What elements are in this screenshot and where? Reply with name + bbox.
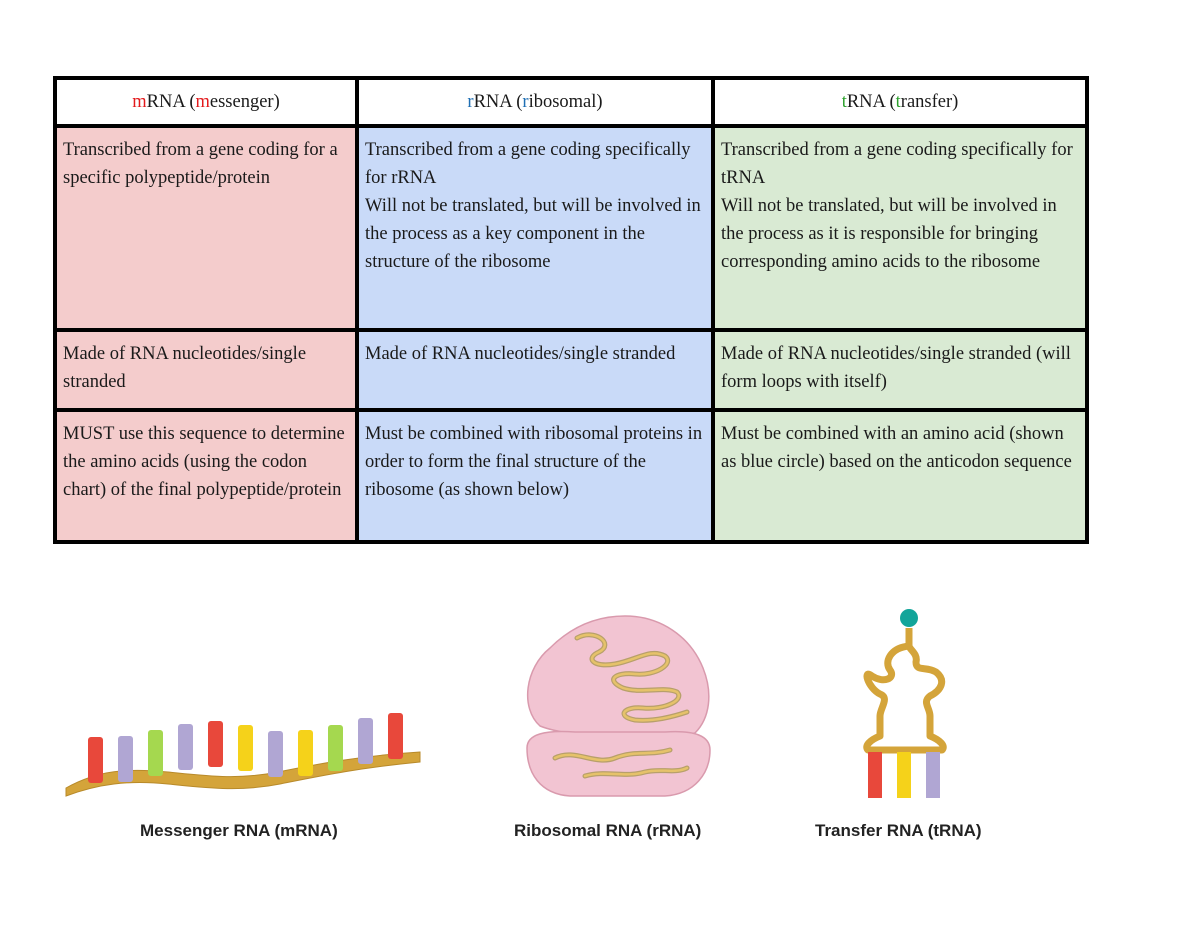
cell-text: Made of RNA nucleotides/single stranded	[63, 344, 307, 392]
header-rrna-rest: ibosomal)	[528, 92, 603, 112]
base-purple	[268, 731, 283, 777]
base-purple	[118, 736, 133, 782]
cell-mrna-structure: Made of RNA nucleotides/single stranded	[53, 328, 359, 412]
cell-text: Will not be translated, but will be invo…	[721, 196, 1057, 272]
rna-comparison-table: mRNA (messenger) rRNA (ribosomal) tRNA (…	[53, 76, 1089, 544]
header-mrna-mid: RNA (	[146, 92, 196, 112]
cell-mrna-function: MUST use this sequence to determine the …	[53, 408, 359, 544]
anticodon-base-red	[868, 752, 882, 798]
table-row-function: MUST use this sequence to determine the …	[53, 408, 1089, 544]
cell-text: Made of RNA nucleotides/single stranded …	[721, 344, 1071, 392]
cell-text: Transcribed from a gene coding for a spe…	[63, 140, 338, 188]
cell-trna-transcription: Transcribed from a gene coding specifica…	[711, 124, 1089, 332]
base-yellow	[238, 725, 253, 771]
rrna-strand	[553, 748, 689, 778]
header-trna-letter: t	[841, 92, 847, 112]
trna-loop-structure	[863, 628, 947, 754]
base-red	[208, 721, 223, 767]
table-header-row: mRNA (messenger) rRNA (ribosomal) tRNA (…	[53, 76, 1089, 128]
base-purple	[358, 718, 373, 764]
header-trna-rest: ransfer)	[900, 92, 959, 112]
header-rrna-letter2: r	[522, 92, 529, 112]
cell-text: Must be combined with ribosomal proteins…	[365, 424, 703, 500]
base-yellow	[298, 730, 313, 776]
cell-text: Made of RNA nucleotides/single stranded	[365, 344, 676, 364]
table-row-structure: Made of RNA nucleotides/single stranded …	[53, 328, 1089, 412]
header-mrna: mRNA (messenger)	[53, 76, 359, 128]
cell-rrna-transcription: Transcribed from a gene coding specifica…	[355, 124, 715, 332]
cell-mrna-transcription: Transcribed from a gene coding for a spe…	[53, 124, 359, 332]
rrna-caption: Ribosomal RNA (rRNA)	[514, 821, 702, 840]
trna-caption: Transfer RNA (tRNA)	[815, 821, 982, 840]
base-red	[88, 737, 103, 783]
cell-rrna-structure: Made of RNA nucleotides/single stranded	[355, 328, 715, 412]
header-mrna-rest: essenger)	[209, 92, 280, 112]
cell-trna-structure: Made of RNA nucleotides/single stranded …	[711, 328, 1089, 412]
base-green	[148, 730, 163, 776]
base-green	[328, 725, 343, 771]
header-trna-mid: RNA (	[846, 92, 896, 112]
cell-text: Transcribed from a gene coding specifica…	[365, 140, 691, 188]
anticodon-base-purple	[926, 752, 940, 798]
mrna-illustration	[65, 713, 421, 797]
cell-text: Transcribed from a gene coding specifica…	[721, 140, 1073, 188]
ribosome-illustration	[526, 615, 711, 797]
cell-trna-function: Must be combined with an amino acid (sho…	[711, 408, 1089, 544]
header-rrna-letter: r	[467, 92, 474, 112]
base-purple	[178, 724, 193, 770]
rrna-strand	[575, 633, 689, 722]
trna-illustration	[863, 609, 947, 798]
cell-text: MUST use this sequence to determine the …	[63, 424, 345, 500]
header-rrna: rRNA (ribosomal)	[355, 76, 715, 128]
anticodon-base-yellow	[897, 752, 911, 798]
header-rrna-mid: RNA (	[473, 92, 523, 112]
header-mrna-letter2: m	[195, 92, 210, 112]
cell-rrna-function: Must be combined with ribosomal proteins…	[355, 408, 715, 544]
header-trna-letter2: t	[895, 92, 901, 112]
mrna-caption: Messenger RNA (mRNA)	[140, 821, 338, 840]
header-mrna-letter: m	[132, 92, 147, 112]
mrna-bases	[88, 713, 403, 783]
cell-text: Will not be translated, but will be invo…	[365, 196, 701, 272]
table-row-transcription: Transcribed from a gene coding for a spe…	[53, 124, 1089, 332]
amino-acid-icon	[900, 609, 918, 627]
header-trna: tRNA (transfer)	[711, 76, 1089, 128]
ribosome-small-subunit	[526, 730, 711, 797]
base-red	[388, 713, 403, 759]
cell-text: Must be combined with an amino acid (sho…	[721, 424, 1072, 472]
